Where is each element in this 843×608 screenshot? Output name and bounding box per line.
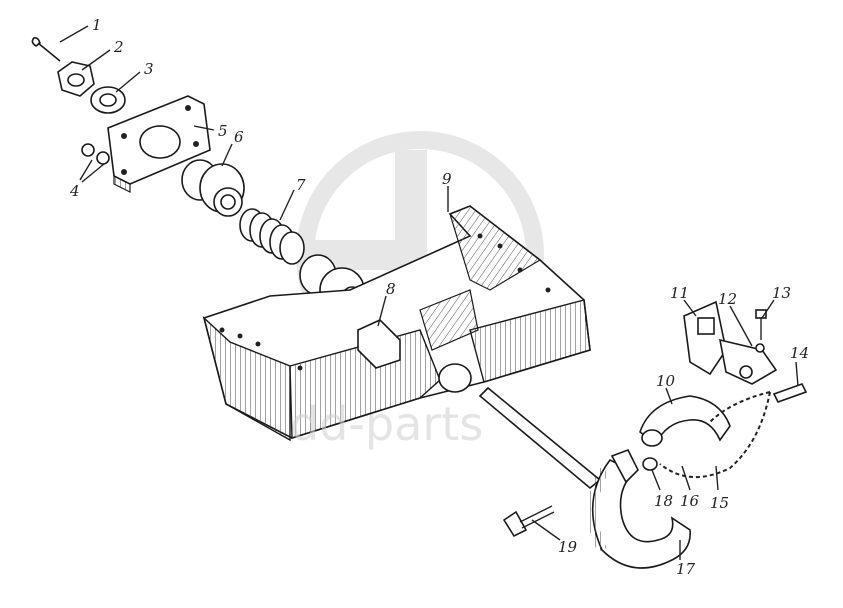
label-16: 16	[680, 492, 700, 510]
part-drawbar-rod	[478, 386, 602, 490]
label-3: 3	[144, 60, 154, 78]
part-10-latch	[639, 395, 731, 447]
part-6-bushing	[181, 159, 245, 217]
leader-lines	[59, 25, 799, 560]
label-12: 12	[718, 290, 737, 308]
part-19-bolt	[502, 505, 555, 538]
label-18: 18	[654, 492, 673, 510]
part-15-chain	[659, 391, 771, 479]
label-5: 5	[218, 122, 228, 140]
part-1-cotter-pin	[31, 37, 61, 62]
label-14: 14	[790, 344, 809, 362]
label-8: 8	[386, 280, 396, 298]
part-14-pin	[772, 383, 808, 403]
label-17: 17	[676, 560, 696, 578]
part-11-plate	[683, 300, 727, 376]
label-2: 2	[113, 38, 124, 56]
part-17-hook	[587, 448, 691, 569]
part-5-flange-plate	[107, 95, 211, 193]
part-7-spring	[239, 208, 305, 265]
part-18-washer	[642, 457, 658, 471]
label-19: 19	[558, 538, 578, 556]
label-13: 13	[772, 284, 791, 302]
label-11: 11	[670, 284, 689, 302]
part-3-washer	[90, 86, 126, 114]
part-4-nuts	[81, 143, 110, 165]
label-7: 7	[296, 176, 306, 194]
watermark-text: dd-parts	[290, 397, 483, 451]
part-12-lever	[718, 338, 778, 385]
part-labels: 1 2 3 4 5 6 7 8 9 10 11 12 13 14 15 16 1…	[69, 16, 809, 578]
part-9-bracket-frame	[202, 205, 591, 442]
part-8-inner-plate	[357, 289, 479, 369]
label-6: 6	[234, 128, 244, 146]
part-2-castle-nut	[57, 61, 95, 97]
part-13-bolt	[755, 309, 767, 340]
label-15: 15	[710, 494, 729, 512]
label-4: 4	[69, 182, 80, 200]
label-9: 9	[442, 170, 452, 188]
label-10: 10	[656, 372, 676, 390]
label-1: 1	[92, 16, 102, 34]
